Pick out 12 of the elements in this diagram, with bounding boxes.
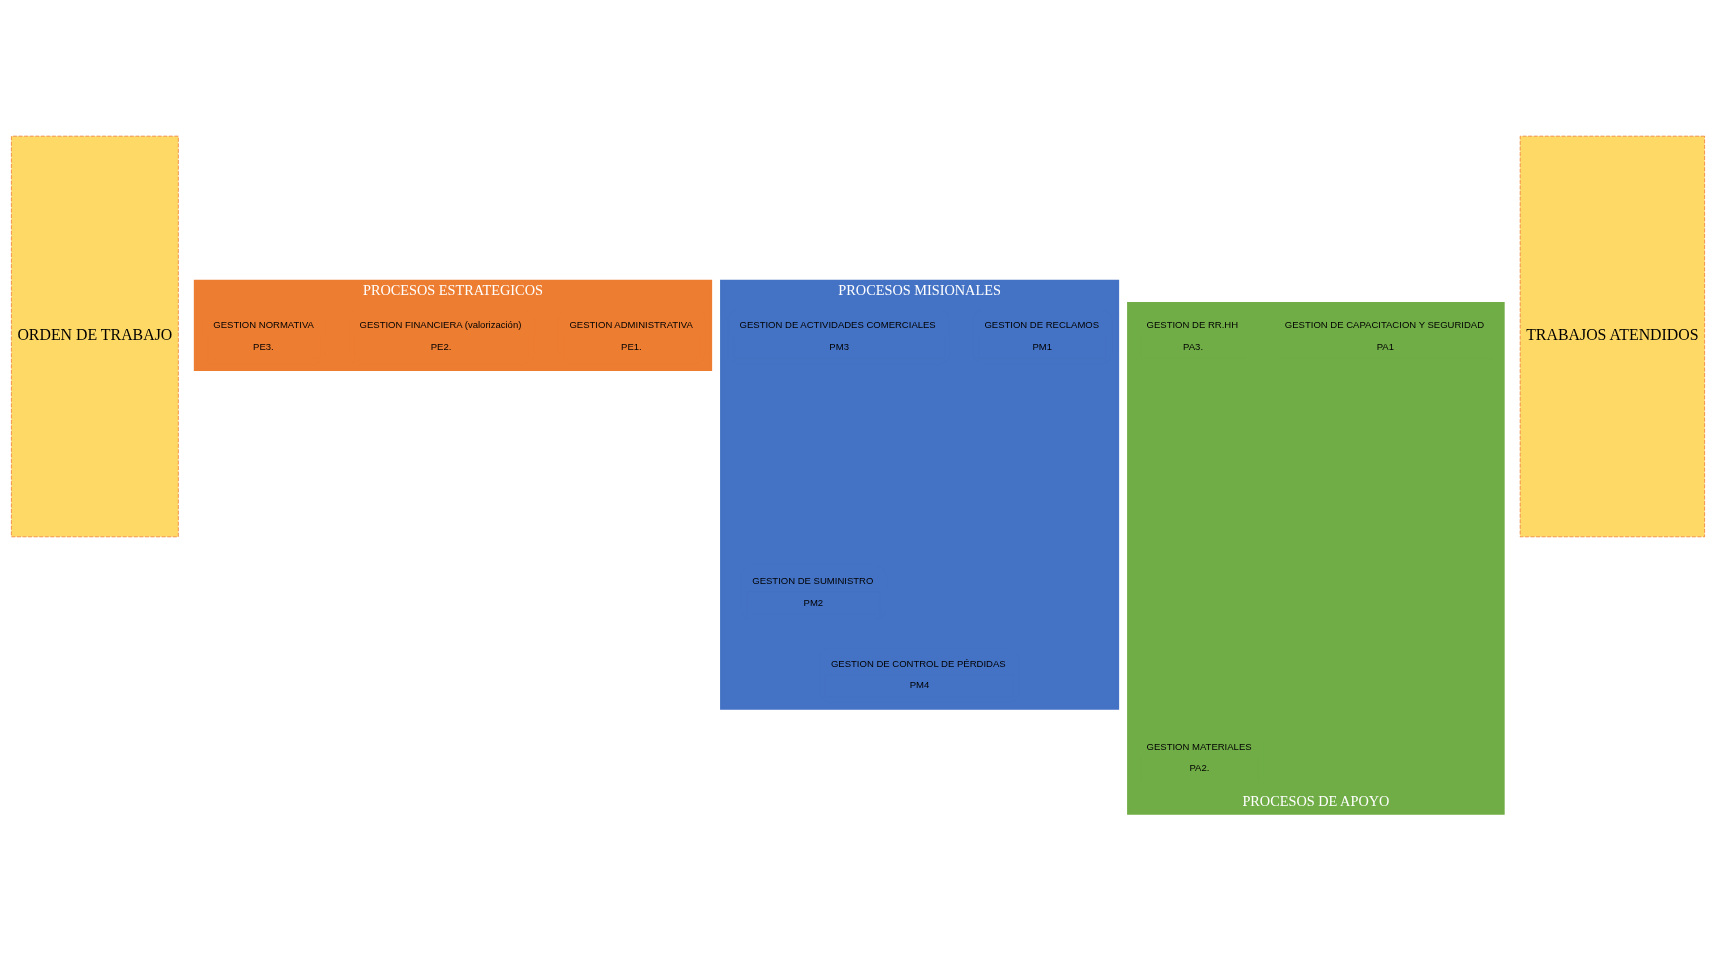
- node-text: GESTION DE RECLAMOS PM1: [984, 318, 1100, 352]
- node-text: GESTION DE RR.HH PA3.: [1146, 318, 1239, 352]
- node-text: GESTION DE ACTIVIDADES COMERCIALES PM3: [739, 318, 936, 352]
- node-text: GESTION DE CAPACITACION Y SEGURIDAD PA1: [1284, 318, 1485, 352]
- node-text: GESTION ADMINISTRATIVA PE1.: [569, 318, 693, 352]
- node-text: GESTION NORMATIVA PE3.: [213, 318, 314, 352]
- node-box: TRABAJOS ATENDIDOS: [1519, 135, 1705, 537]
- node-text: GESTION MATERIALES PA2.: [1146, 740, 1252, 773]
- node-text: GESTION DE CONTROL DE PÉRDIDAS PM4: [830, 657, 1006, 690]
- node-box: ORDEN DE TRABAJO: [11, 135, 179, 537]
- node-text: GESTION FINANCIERA (valorización) PE2.: [359, 318, 522, 352]
- node-text: GESTION DE SUMINISTRO PM2: [752, 574, 874, 608]
